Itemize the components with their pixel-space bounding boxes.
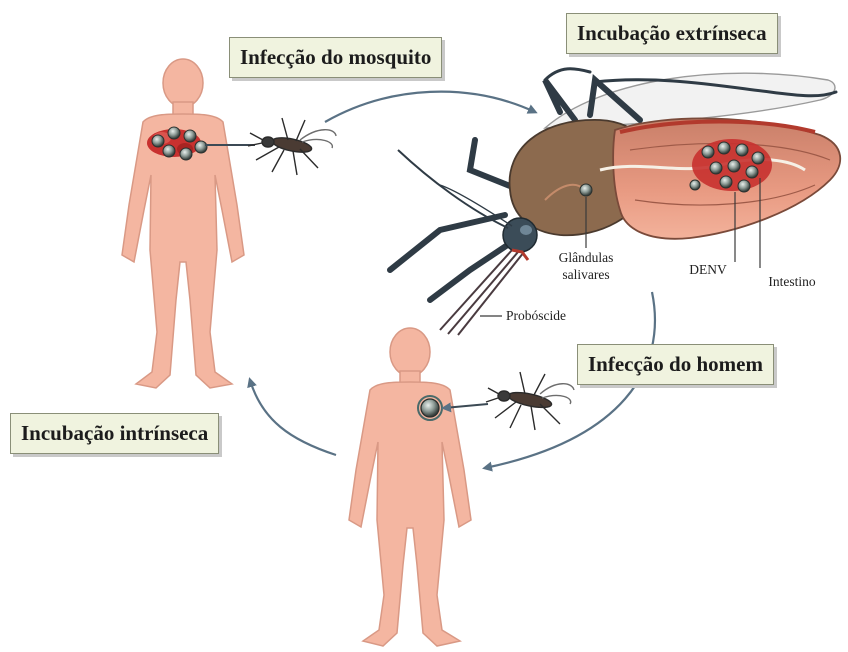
small-mosquito-icon bbox=[248, 118, 336, 175]
stage-label-mosquito-infection: Infecção do mosquito bbox=[229, 37, 442, 78]
virus-particle bbox=[163, 145, 175, 157]
stage-label-extrinsic-incubation: Incubação extrínseca bbox=[566, 13, 778, 54]
stage-label-human-infection: Infecção do homem bbox=[577, 344, 774, 385]
label-salivary-glands-2: salivares bbox=[562, 267, 609, 282]
human-figure-receiving bbox=[349, 328, 471, 646]
stage-label-intrinsic-incubation: Incubação intrínseca bbox=[10, 413, 219, 454]
arrow-human-to-mosquito bbox=[325, 92, 535, 122]
virus-particle bbox=[180, 148, 192, 160]
label-intestine: Intestino bbox=[768, 274, 815, 289]
small-mosquito-icon-2 bbox=[486, 372, 574, 430]
virus-particle bbox=[195, 141, 207, 153]
virus-particle bbox=[168, 127, 180, 139]
large-mosquito: Glândulas salivares DENV Intestino Probó… bbox=[390, 69, 840, 335]
virus-particle-injected bbox=[421, 399, 439, 417]
label-salivary-glands-1: Glândulas bbox=[559, 250, 614, 265]
label-denv: DENV bbox=[689, 262, 727, 277]
virus-particle-salivary bbox=[580, 184, 592, 196]
virus-particle bbox=[184, 130, 196, 142]
label-proboscis: Probóscide bbox=[506, 308, 566, 323]
human-figure-infected bbox=[122, 59, 244, 388]
arrow-human-to-human bbox=[250, 380, 336, 455]
virus-particle bbox=[152, 135, 164, 147]
